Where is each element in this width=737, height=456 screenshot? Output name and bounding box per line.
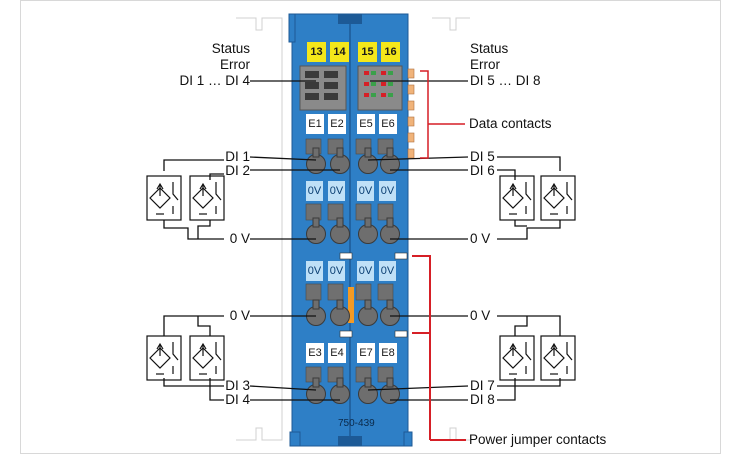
zero-v-tag: 0V (306, 181, 323, 201)
label-left-di-range: DI 1 … DI 4 (179, 73, 250, 88)
sensor-wiring-top-right (497, 156, 561, 240)
terminal-release-slot (312, 217, 320, 228)
terminal-release-slot (386, 299, 394, 310)
terminal-release-slot (312, 377, 320, 388)
label-right-error: Error (470, 57, 500, 72)
channel-tag-e6: E6 (379, 114, 397, 134)
channel-tag-e2: E2 (328, 114, 346, 134)
part-number: 750-439 (338, 418, 375, 429)
zero-v-tag: 0V (379, 261, 396, 281)
terminal-release-slot (386, 217, 394, 228)
zero-v-tag: 0V (328, 181, 345, 201)
terminal-release-slot (386, 377, 394, 388)
proximity-sensor-icon (146, 335, 182, 381)
label-di8: DI 8 (470, 392, 495, 407)
zero-v-tag: 0V (357, 261, 374, 281)
terminal-release-slot (364, 217, 372, 228)
label-di7: DI 7 (470, 378, 495, 393)
header-number-14: 14 (330, 42, 349, 62)
label-di3: DI 3 (225, 378, 250, 393)
channel-tag-e8: E8 (379, 343, 397, 363)
terminal-release-slot (364, 377, 372, 388)
header-number-16: 16 (381, 42, 400, 62)
terminal-release-slot (336, 217, 344, 228)
led-block (299, 65, 403, 111)
channel-tag-e3: E3 (306, 343, 324, 363)
terminal-release-slot (336, 147, 344, 158)
channel-tag-e5: E5 (357, 114, 375, 134)
terminal-release-slot (386, 147, 394, 158)
zero-v-tag: 0V (306, 261, 323, 281)
terminal-slots (305, 138, 394, 383)
channel-tag-e7: E7 (357, 343, 375, 363)
terminal-release-slot (312, 147, 320, 158)
label-left-error: Error (220, 57, 250, 72)
terminal-release-slot (336, 377, 344, 388)
label-right-di-range: DI 5 … DI 8 (470, 73, 541, 88)
proximity-sensor-icon (499, 335, 535, 381)
sensor-wiring-bottom-right (497, 315, 561, 401)
label-di5: DI 5 (470, 149, 495, 164)
label-di4: DI 4 (225, 392, 250, 407)
power-jumper-strip (348, 287, 354, 323)
sensor-wiring-top-left (163, 159, 224, 240)
zero-v-tag: 0V (357, 181, 374, 201)
label-data-contacts: Data contacts (469, 116, 552, 131)
label-zero-v-left-1: 0 V (229, 231, 250, 246)
header-number-13: 13 (307, 42, 326, 62)
connection-wires (249, 80, 469, 401)
label-right-status: Status (470, 41, 509, 56)
zero-v-tag: 0V (328, 261, 345, 281)
zero-v-tag: 0V (379, 181, 396, 201)
label-zero-v-right-2: 0 V (470, 308, 491, 323)
label-zero-v-right-1: 0 V (470, 231, 491, 246)
label-di6: DI 6 (470, 163, 495, 178)
proximity-sensor-icon (540, 335, 576, 381)
label-power-jumper-contacts: Power jumper contacts (469, 432, 607, 447)
terminal-release-slot (364, 299, 372, 310)
jumper-markers (339, 252, 408, 338)
proximity-sensors (146, 175, 576, 381)
proximity-sensor-icon (189, 175, 225, 221)
sensor-wiring-bottom-left (163, 315, 224, 401)
power-jumper-bracket (412, 255, 466, 441)
label-di2: DI 2 (225, 163, 250, 178)
label-zero-v-left-2: 0 V (229, 308, 250, 323)
header-number-15: 15 (358, 42, 377, 62)
channel-tag-e1: E1 (306, 114, 324, 134)
terminal-release-slot (364, 147, 372, 158)
proximity-sensor-icon (499, 175, 535, 221)
label-left-status: Status (211, 41, 250, 56)
label-di1: DI 1 (225, 149, 250, 164)
channel-tag-e4: E4 (328, 343, 346, 363)
proximity-sensor-icon (146, 175, 182, 221)
terminal-release-slot (336, 299, 344, 310)
terminal-release-slot (312, 299, 320, 310)
proximity-sensor-icon (540, 175, 576, 221)
data-contact-pads (407, 68, 415, 159)
proximity-sensor-icon (189, 335, 225, 381)
data-contacts-bracket (420, 70, 465, 159)
